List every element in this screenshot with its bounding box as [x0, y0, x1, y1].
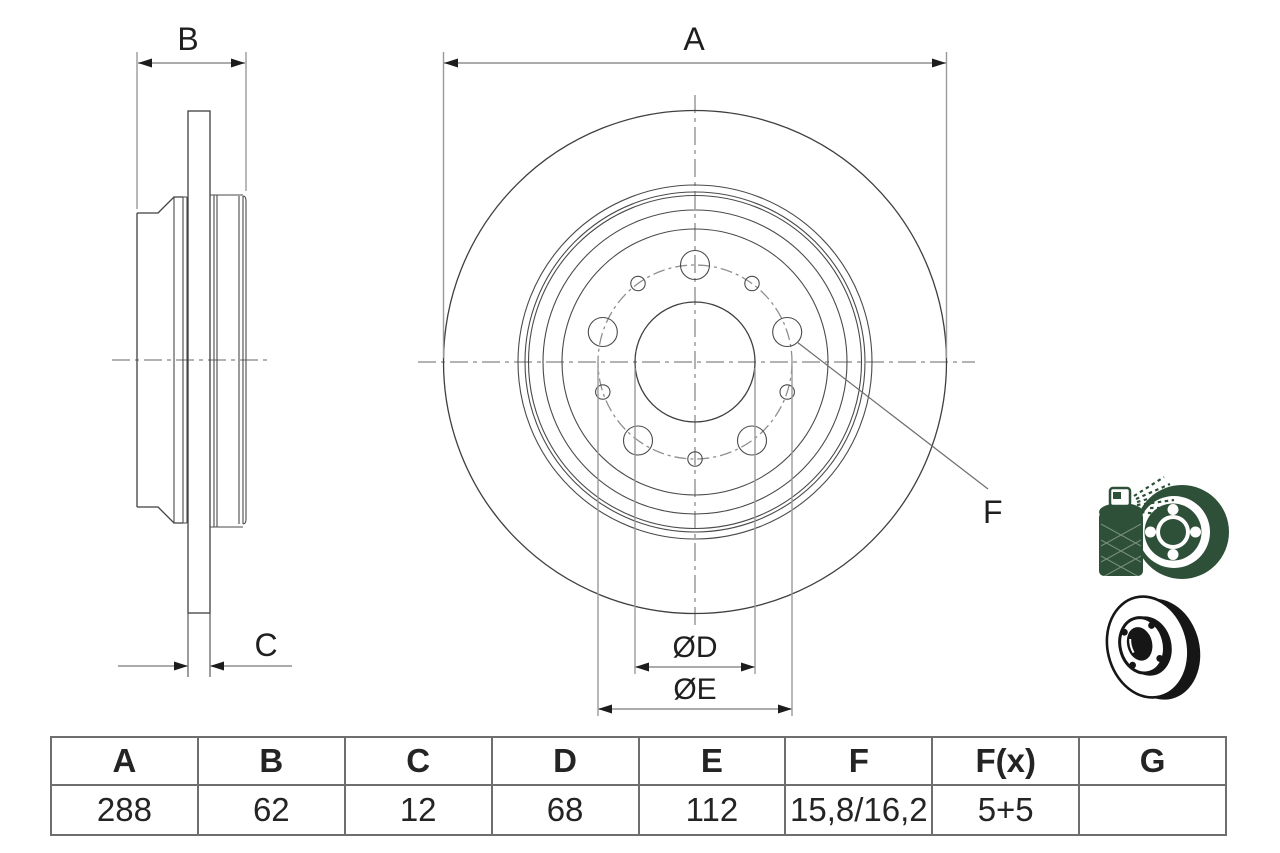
small-hole: [744, 275, 760, 292]
small-hole: [595, 384, 611, 400]
dimension-spec-table: A B C D E F F(x) G 288 62 12 68 112 15,8…: [50, 736, 1227, 836]
bore-highlight: [1129, 638, 1135, 654]
ring-circle-4: [542, 209, 848, 515]
spec-col-header-b: B: [196, 736, 346, 786]
spec-value-row: 288 62 12 68 112 15,8/16,2 5+5: [50, 784, 1227, 836]
arrow-e-left: [598, 704, 612, 714]
spec-value-fx: 5+5: [931, 784, 1081, 836]
spec-value-a: 288: [50, 784, 199, 836]
outer-diameter-circle: [442, 109, 948, 615]
spec-col-header-a: A: [50, 736, 199, 786]
small-hole: [779, 384, 795, 400]
small-hole: [630, 275, 646, 292]
leader-f: F: [796, 341, 1003, 530]
dimension-c: C: [118, 627, 292, 671]
arrow-a-left: [444, 58, 458, 68]
coated-disc-hole: [1145, 526, 1156, 538]
spec-value-b: 62: [196, 784, 346, 836]
arrow-e-right: [778, 704, 792, 714]
arrow-c-right: [210, 661, 224, 671]
spec-header-row: A B C D E F F(x) G: [50, 736, 1227, 786]
small-hole: [687, 451, 703, 467]
bolt-dot: [1148, 622, 1155, 629]
ring-circle-2: [524, 191, 866, 533]
arrow-d-left: [635, 662, 649, 672]
spec-col-header-e: E: [637, 736, 787, 786]
spray-can-icon: [1099, 476, 1175, 579]
arrow-a-right: [932, 58, 946, 68]
coating-spray-icon: [1099, 476, 1229, 579]
friction-ring-section: [210, 194, 247, 528]
dim-d-label: ØD: [673, 631, 718, 664]
can-nozzle: [1113, 492, 1121, 499]
bolt-holes-large: [587, 249, 803, 456]
dimension-e: ØE: [597, 366, 793, 716]
drawing-canvas: B C: [112, 21, 1229, 716]
bolt-hole: [679, 249, 711, 281]
ring-circle-1: [517, 184, 873, 540]
front-view: [418, 95, 975, 628]
hub-face-circle: [561, 228, 829, 496]
dimension-d: ØD: [634, 368, 756, 674]
bolt-dot: [1129, 661, 1136, 669]
side-view: [112, 110, 272, 677]
center-bore-circle: [634, 301, 756, 423]
ring-circle-3: [527, 194, 863, 530]
spray-mist: [1133, 476, 1175, 517]
can-body: [1099, 512, 1143, 576]
spec-col-header-g: G: [1078, 736, 1227, 786]
arrow-d-right: [741, 662, 755, 672]
bolt-hole: [772, 316, 803, 348]
arrow-b-left: [138, 58, 152, 68]
bolt-dot: [1156, 655, 1164, 662]
spec-value-c: 12: [343, 784, 493, 836]
can-texture: [1100, 523, 1142, 579]
spec-col-header-c: C: [343, 736, 493, 786]
coated-disc-hole: [1167, 549, 1179, 560]
dim-f-label: F: [983, 494, 1003, 530]
dim-a-label: A: [683, 21, 705, 57]
disc-plate-section: [187, 110, 211, 614]
bolt-holes-small: [595, 275, 795, 467]
leader-f-line: [796, 341, 989, 490]
spec-value-e: 112: [637, 784, 787, 836]
hub-hat-rings: [173, 196, 188, 524]
dim-c-label: C: [254, 627, 277, 663]
bolt-hole: [587, 316, 618, 348]
dim-e-label: ØE: [673, 673, 716, 706]
spec-value-f: 15,8/16,2: [784, 784, 934, 836]
coated-disc-hole: [1167, 504, 1179, 515]
bolt-hole: [622, 425, 654, 456]
spec-col-header-f: F: [784, 736, 934, 786]
coated-disc-hole: [1190, 526, 1201, 538]
dim-b-label: B: [177, 21, 198, 57]
bolt-hole: [736, 425, 768, 456]
hub-hat-outline: [136, 196, 183, 524]
bolt-circle: [597, 264, 793, 460]
arrow-b-right: [231, 58, 245, 68]
spec-value-d: 68: [490, 784, 640, 836]
brake-disc-icon: [1105, 595, 1201, 700]
dimension-b: B: [136, 21, 247, 209]
dimension-a: A: [442, 21, 948, 358]
bolt-dot: [1120, 628, 1128, 636]
spec-col-header-fx: F(x): [931, 736, 1081, 786]
spec-value-g: [1078, 784, 1227, 836]
spec-col-header-d: D: [490, 736, 640, 786]
coated-disc-center: [1160, 519, 1186, 545]
arrow-c-left: [174, 661, 188, 671]
